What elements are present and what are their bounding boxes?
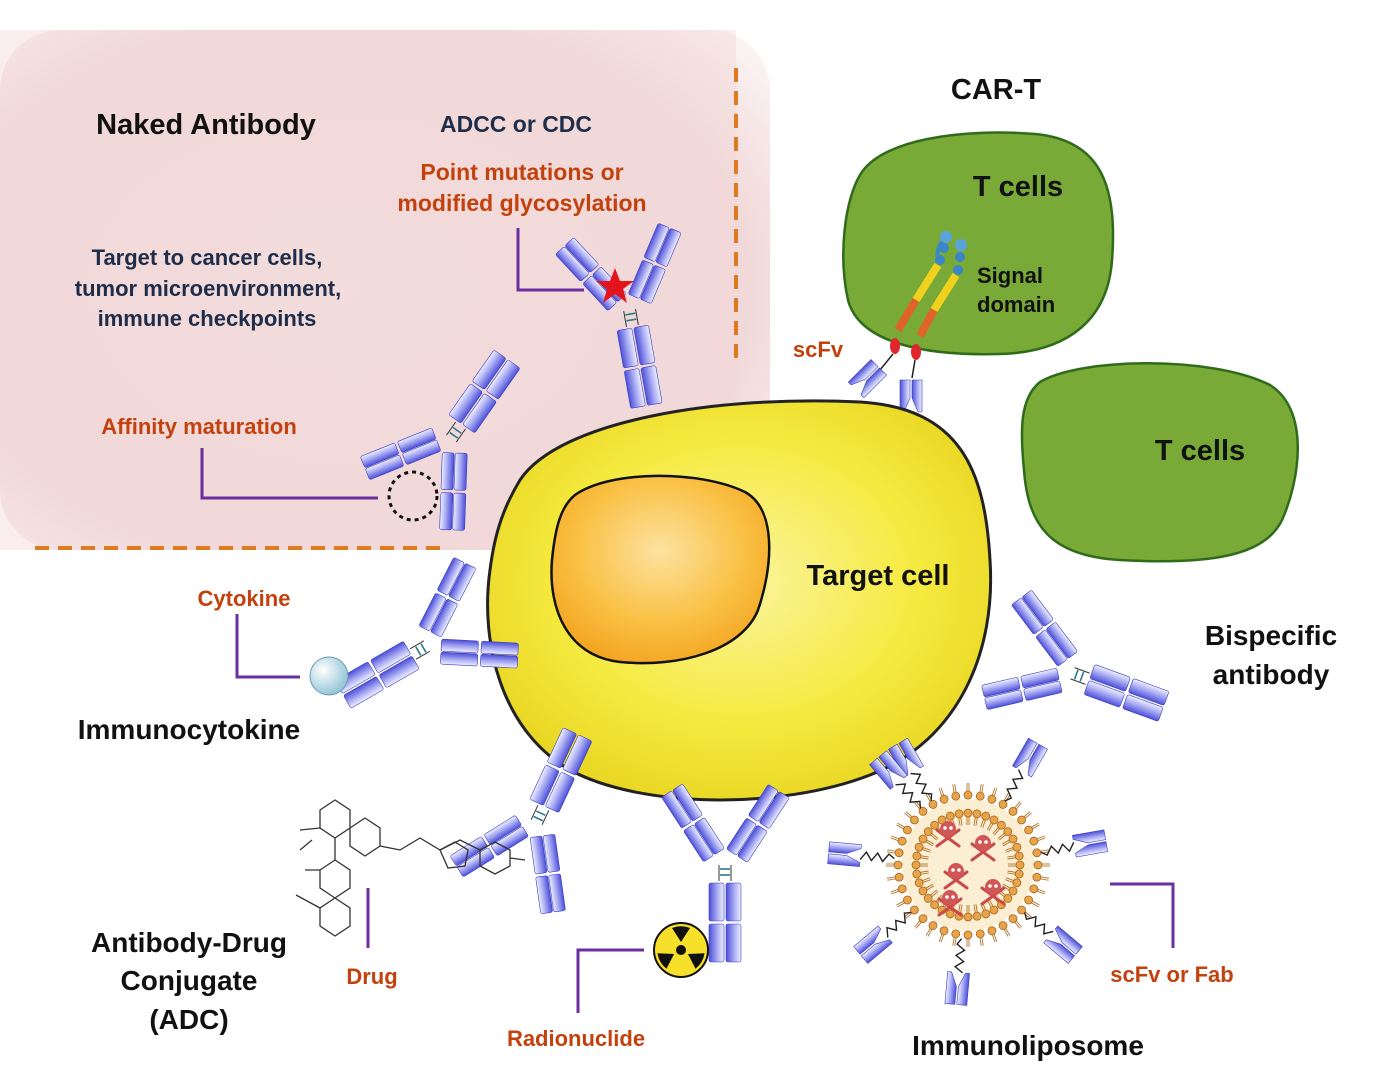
callout-lines: [200, 228, 1175, 1013]
mutation-star-icon: [596, 268, 634, 303]
scfv-label: scFv: [793, 337, 844, 362]
t-cell-car-t: [842, 131, 1115, 356]
immunoliposome: [826, 737, 1109, 1007]
signal-domain-label-1: Signal: [977, 263, 1043, 288]
target-label-1: Target to cancer cells,: [92, 245, 323, 270]
car-t-label: CAR-T: [951, 74, 1041, 106]
radiation-icon: [653, 922, 709, 978]
adc-label-3: (ADC): [149, 1004, 228, 1035]
cytokine-label: Cytokine: [198, 586, 291, 611]
adc-label-2: Conjugate: [121, 965, 258, 996]
cytokine-ball-icon: [309, 656, 349, 696]
radionuclide-label: Radionuclide: [507, 1026, 645, 1051]
target-label-3: immune checkpoints: [98, 306, 317, 331]
point-mutations-label-2: modified glycosylation: [397, 190, 646, 216]
drug-label: Drug: [346, 964, 397, 989]
affinity-maturation-label: Affinity maturation: [101, 414, 297, 439]
t-cells-right-label: T cells: [1155, 435, 1245, 467]
target-label-2: tumor microenvironment,: [75, 276, 341, 301]
immunocytokine-label: Immunocytokine: [78, 714, 300, 745]
naked-antibody-label: Naked Antibody: [96, 109, 316, 141]
adc-label-1: Antibody-Drug: [91, 927, 287, 958]
adcc-cdc-label: ADCC or CDC: [440, 111, 592, 137]
affinity-site-circle: [387, 470, 439, 522]
bispecific-label-1: Bispecific: [1205, 620, 1337, 651]
bispecific-label-2: antibody: [1213, 659, 1330, 690]
t-cell-bispecific: [1020, 362, 1299, 563]
t-cells-top-label: T cells: [973, 171, 1063, 203]
drug-molecule: [295, 799, 526, 937]
signal-domain-label-2: domain: [977, 292, 1055, 317]
target-cell-label: Target cell: [807, 560, 950, 592]
scfv-fab-label: scFv or Fab: [1110, 962, 1233, 987]
antibody-bispecific: [973, 584, 1187, 767]
immunoliposome-label: Immunoliposome: [912, 1030, 1144, 1061]
car-receptors: [848, 231, 967, 413]
nucleus: [550, 474, 771, 665]
point-mutations-label-1: Point mutations or: [420, 159, 623, 185]
